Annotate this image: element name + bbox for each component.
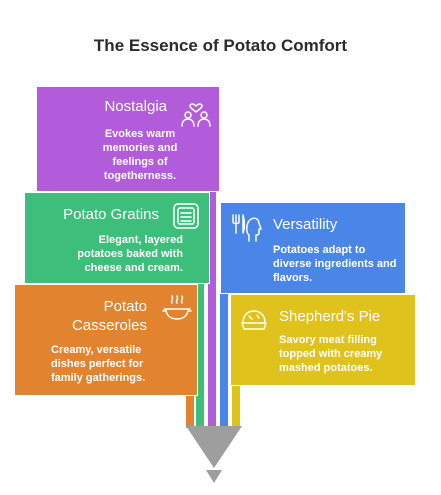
card-heading: Potato Casseroles <box>71 298 147 334</box>
stripe-casseroles <box>186 392 194 428</box>
people-heart-icon <box>181 103 211 127</box>
card-body: Creamy, versatile dishes perfect for fam… <box>51 344 146 384</box>
pie-icon <box>241 310 267 330</box>
stripe-shepherds <box>232 384 240 428</box>
page-title: The Essence of Potato Comfort <box>93 36 348 55</box>
head-utensils-icon <box>232 214 262 242</box>
stripe-nostalgia <box>208 190 216 428</box>
card-potato-casseroles: Potato Casseroles Creamy, versatile dish… <box>14 284 198 396</box>
card-nostalgia: Nostalgia Evokes warm memories and feeli… <box>36 86 220 192</box>
card-body: Evokes warm memories and feelings of tog… <box>102 128 178 182</box>
stripe-gratins <box>196 282 204 428</box>
card-body: Savory meat filling topped with creamy m… <box>279 334 383 374</box>
card-body: Elegant, layered potatoes baked with che… <box>77 234 183 274</box>
card-heading: Nostalgia <box>104 98 167 115</box>
card-versatility: Versatility Potatoes adapt to diverse in… <box>220 202 406 294</box>
card-potato-gratins: Potato Gratins Elegant, layered potatoes… <box>24 192 210 284</box>
card-heading: Versatility <box>273 216 338 233</box>
card-body: Potatoes adapt to diverse ingredients an… <box>273 244 397 284</box>
card-heading: Shepherd's Pie <box>279 308 381 325</box>
card-shepherds-pie: Shepherd's Pie Savory meat filling toppe… <box>230 294 416 386</box>
funnel <box>186 426 242 483</box>
stripe-versatility <box>220 290 228 428</box>
baking-dish-icon <box>173 203 199 229</box>
steaming-dish-icon <box>162 295 192 320</box>
card-heading: Potato Gratins <box>63 206 159 223</box>
